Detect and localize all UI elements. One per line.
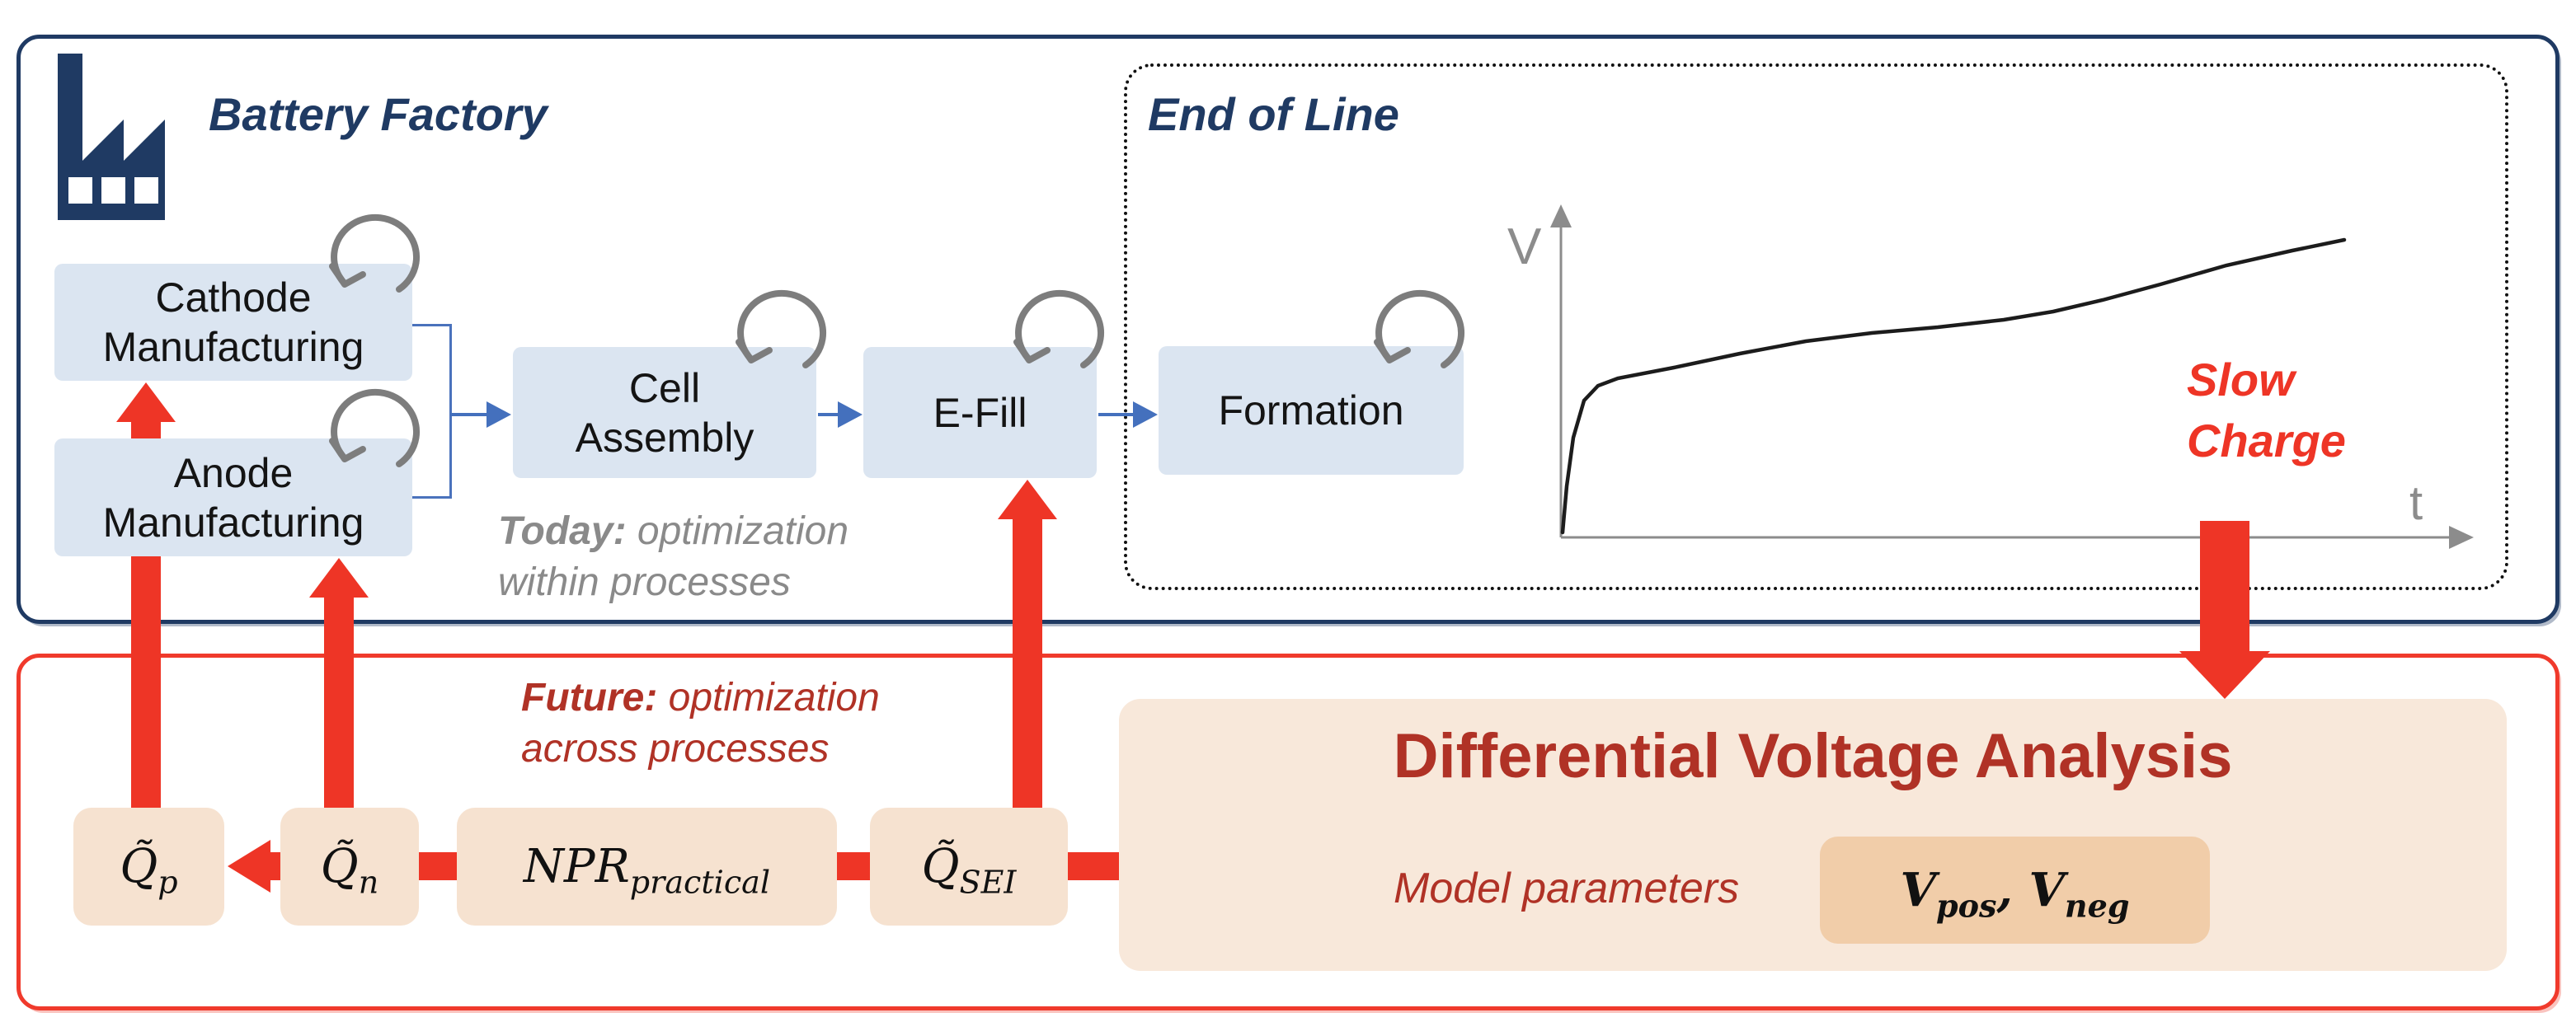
process-label: E-Fill bbox=[933, 389, 1027, 436]
arrow-slow-charge-to-dva bbox=[2200, 521, 2249, 651]
end-of-line-panel bbox=[1124, 63, 2508, 590]
model-parameters-label: Model parameters bbox=[1394, 865, 1740, 912]
future-note-bold: Future: bbox=[521, 676, 658, 720]
x-axis-label: t bbox=[2409, 476, 2423, 530]
flow-arrowhead-icon bbox=[838, 401, 863, 428]
self-loop-arrow-icon bbox=[1013, 289, 1105, 368]
process-box-e-fill: E-Fill bbox=[863, 347, 1097, 478]
merge-bracket-line bbox=[412, 324, 452, 326]
flow-arrow-to-formation bbox=[1098, 413, 1133, 416]
process-label: Cell bbox=[628, 364, 701, 411]
parameter-subscript: n bbox=[358, 864, 379, 901]
arrow-qsei-to-efill bbox=[1013, 518, 1042, 811]
flow-arrow-to-cell-assembly bbox=[450, 413, 487, 416]
parameter-symbol: V bbox=[1900, 863, 1936, 917]
process-label: Assembly bbox=[575, 414, 754, 461]
self-loop-arrow-icon bbox=[329, 213, 421, 293]
arrow-qn-to-anode bbox=[324, 597, 354, 809]
arrow-slow-charge-to-dva-head bbox=[2179, 651, 2270, 699]
connector-qsei-to-npr bbox=[837, 852, 870, 880]
parameter-subscript: p bbox=[157, 864, 178, 901]
arrow-qn-to-qp-head bbox=[228, 840, 270, 893]
dva-box: Differential Voltage Analysis Model para… bbox=[1119, 699, 2507, 971]
self-loop-arrow-icon bbox=[736, 289, 827, 368]
today-note: Today: optimization within processes bbox=[498, 509, 849, 604]
flow-arrow-to-e-fill bbox=[818, 413, 838, 416]
process-label: Cathode bbox=[155, 274, 312, 321]
merge-bracket-line bbox=[412, 496, 452, 499]
process-label: Formation bbox=[1218, 387, 1404, 434]
battery-factory-title: Battery Factory bbox=[209, 88, 548, 140]
arrow-qp-to-cathode-head bbox=[116, 382, 176, 422]
parameter-symbol: NPR bbox=[523, 840, 630, 893]
parameter-subscript: practical bbox=[629, 864, 771, 901]
model-parameters-value-box: Vpos, Vneg bbox=[1820, 837, 2210, 944]
process-box-cell-assembly: Cell Assembly bbox=[513, 347, 816, 478]
parameter-subscript: neg bbox=[2064, 887, 2130, 925]
y-axis-label: V bbox=[1507, 218, 1542, 275]
parameter-subscript: pos bbox=[1935, 887, 1997, 925]
parameter-symbol: V bbox=[2028, 863, 2065, 917]
voltage-curve bbox=[1560, 237, 2347, 535]
arrow-qsei-to-efill-head bbox=[998, 480, 1057, 519]
y-axis-arrowhead-icon bbox=[1550, 204, 1572, 227]
parameter-symbol: Q̃ bbox=[120, 840, 158, 893]
self-loop-arrow-icon bbox=[329, 388, 421, 467]
future-note: Future: optimization across processes bbox=[521, 676, 880, 771]
voltage-time-chart: V t bbox=[1507, 204, 2474, 549]
slow-charge-annotation: Slow Charge bbox=[2187, 354, 2346, 466]
dva-title: Differential Voltage Analysis bbox=[1393, 721, 2233, 791]
parameter-box-qn: Q̃n bbox=[280, 808, 419, 926]
today-note-bold: Today: bbox=[498, 509, 627, 553]
parameter-box-qsei: Q̃SEI bbox=[870, 808, 1068, 926]
parameter-subscript: SEI bbox=[959, 864, 1017, 901]
flow-arrowhead-icon bbox=[487, 401, 511, 428]
future-optimization-panel bbox=[16, 654, 2560, 1010]
battery-factory-panel bbox=[16, 35, 2560, 624]
connector-npr-to-qn bbox=[419, 852, 457, 880]
process-label: Manufacturing bbox=[102, 324, 364, 370]
parameter-box-qp: Q̃p bbox=[73, 808, 224, 926]
parameter-symbol: Q̃ bbox=[320, 840, 359, 893]
connector-dva-to-qsei bbox=[1068, 852, 1119, 880]
process-box-formation: Formation bbox=[1159, 346, 1464, 475]
arrow-qn-to-qp bbox=[270, 852, 283, 880]
self-loop-arrow-icon bbox=[1374, 289, 1465, 368]
end-of-line-title: End of Line bbox=[1148, 88, 1399, 140]
process-label: Anode bbox=[173, 449, 294, 496]
flow-arrowhead-icon bbox=[1133, 401, 1158, 428]
parameter-box-npr: NPRpractical bbox=[457, 808, 837, 926]
merge-bracket-line bbox=[449, 324, 452, 499]
parameter-symbol: Q̃ bbox=[921, 840, 960, 893]
x-axis-arrowhead-icon bbox=[2449, 526, 2474, 549]
process-box-anode: Anode Manufacturing bbox=[54, 438, 412, 556]
process-label: Manufacturing bbox=[102, 499, 364, 546]
arrow-qn-to-anode-head bbox=[309, 558, 369, 598]
factory-icon bbox=[58, 54, 165, 220]
